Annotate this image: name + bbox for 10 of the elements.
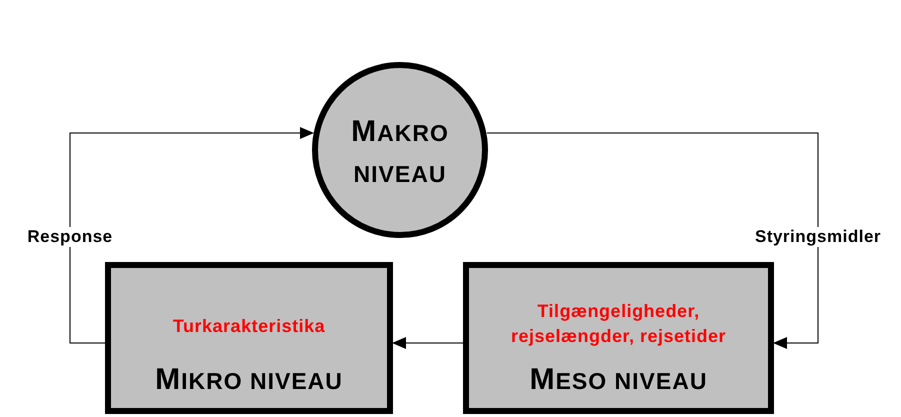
level-box: [463, 262, 774, 414]
arrow: [392, 337, 464, 349]
level-title: MESO NIVEAU: [530, 362, 708, 398]
level-description: Turkarakteristika: [172, 314, 326, 338]
level-title: MAKRO NIVEAU: [350, 114, 450, 189]
level-description: Tilgængeligheder, rejselængder, rejsetider: [510, 300, 728, 348]
arrow: [486, 132, 818, 349]
level-box: [105, 262, 393, 414]
level-title: MIKRO NIVEAU: [155, 362, 343, 398]
arrow: [70, 127, 314, 344]
